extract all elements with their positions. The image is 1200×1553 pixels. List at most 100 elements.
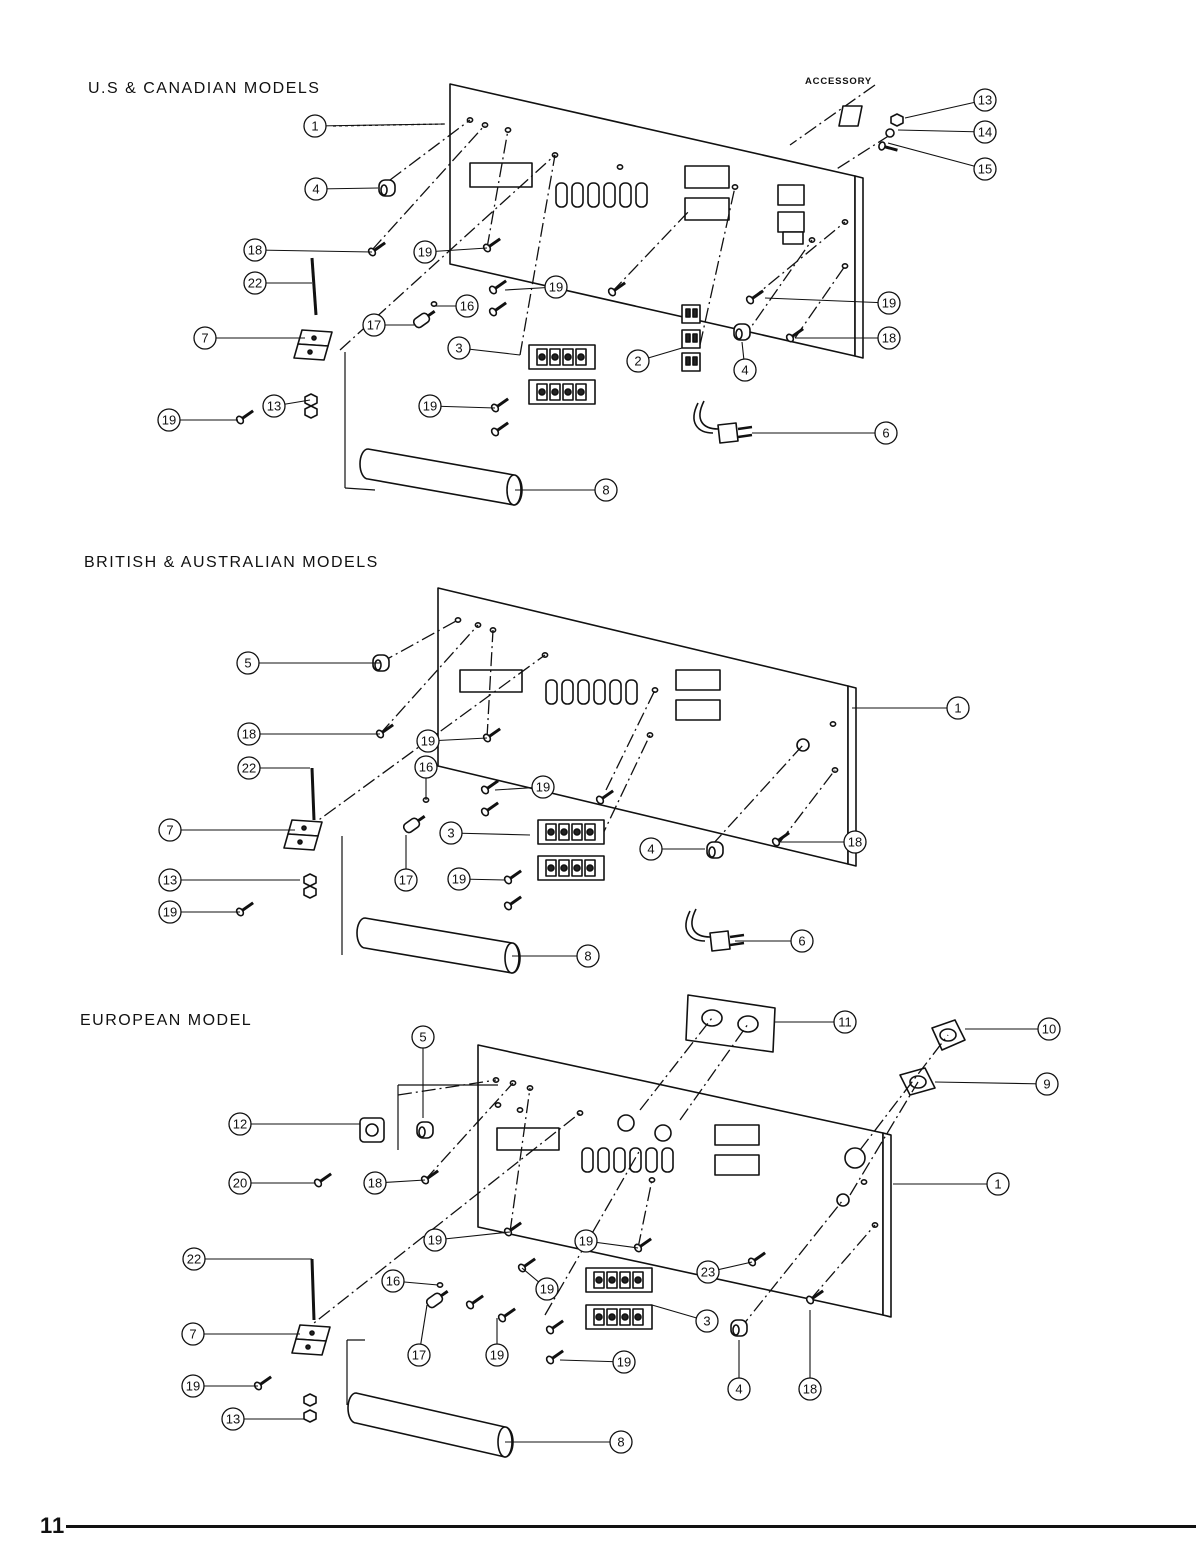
centerline [486,129,509,249]
board-cutout [459,669,523,693]
centerline [789,84,876,146]
callout-number: 2 [634,354,641,369]
callout-18: 18 [243,238,373,262]
screw [497,1307,516,1323]
callout-circle [158,818,182,842]
callout-leader [254,249,373,253]
callout-number: 17 [399,873,413,888]
rca-jack-row [581,1147,674,1173]
callout-8: 8 [505,1430,633,1454]
ac-outlet [681,352,701,372]
callout-5: 5 [236,651,380,675]
callout-leader [450,832,531,836]
centerline [741,239,813,341]
screw-hole [516,1107,524,1114]
callout-leader [897,129,986,133]
centerline [611,209,691,293]
callout-1: 1 [893,1172,1010,1196]
callout-number: 17 [367,318,381,333]
centerline [379,619,459,664]
callout-3: 3 [447,336,521,360]
callout-19: 19 [423,1228,511,1252]
callout-number: 15 [978,162,992,177]
callout-number: 18 [248,243,262,258]
grommet [416,1121,434,1139]
centerline [779,769,836,843]
callout-circle [594,478,618,502]
callout-circle [262,394,286,418]
panel-edge [847,685,857,867]
pilot-lamp [425,1290,449,1309]
centerline [637,1179,653,1249]
screw [480,801,499,817]
callout-19: 19 [416,729,488,753]
centerline [711,744,804,846]
callout-number: 14 [978,125,992,140]
screw [503,1221,522,1237]
screw-hole [860,1179,868,1186]
callout-1: 1 [303,114,446,138]
callout-12: 12 [228,1112,360,1136]
screw [480,779,499,795]
grommet [733,323,751,341]
callout-14: 14 [897,120,997,144]
cutout [782,231,804,245]
callout-circle [973,157,997,181]
callout-20: 20 [228,1171,315,1195]
cutout [684,197,730,221]
callout-13: 13 [904,88,997,119]
callout-circle [874,421,898,445]
screw-hole [430,300,438,307]
callout-19: 19 [413,240,488,264]
callout-number: 4 [312,182,319,197]
socket [701,1009,723,1027]
callout-19: 19 [559,1350,636,1374]
grommet [730,1319,748,1337]
callout-circle [394,868,418,892]
callout-number: 1 [954,701,961,716]
callout-circle [181,1322,205,1346]
speaker-terminal [585,1267,653,1293]
centerline [749,221,846,301]
nut [890,113,904,127]
screw [235,901,254,917]
section-title-european: EUROPEAN MODEL [80,1012,253,1029]
callout-number: 22 [242,761,256,776]
screw-hole [454,616,462,623]
callout-number: 3 [455,341,462,356]
callout-circle [485,1343,509,1367]
callout-number: 10 [1042,1022,1056,1037]
screw [517,1257,536,1273]
section-title-us-canadian: U.S & CANADIAN MODELS [88,80,321,97]
callout-number: 4 [741,363,748,378]
callout-number: 19 [162,413,176,428]
callout-circle [455,294,479,318]
callout-18: 18 [237,722,380,746]
callout-number: 19 [186,1379,200,1394]
callout-leader [434,1231,511,1241]
centerline [509,1087,531,1233]
callout-circle [986,1172,1010,1196]
screw-hole [436,1282,444,1289]
callout-circle [228,1112,252,1136]
screw [490,397,509,413]
callout-22: 22 [237,756,310,780]
page-number: 11 [40,1513,66,1538]
callout-circle [243,238,267,262]
screw-hole [616,164,624,171]
callout-19: 19 [158,900,240,924]
cutout [777,211,805,233]
nut [303,1409,317,1423]
sleeve-tube [347,1392,514,1458]
callout-18: 18 [795,326,901,350]
callout-circle [798,1377,822,1401]
centerline [639,1017,713,1111]
screw-hole [504,127,512,134]
callout-circle [535,1277,559,1301]
callout-17: 17 [394,835,418,892]
callout-circle [407,1343,431,1367]
callout-number: 12 [233,1117,247,1132]
callout-circle [237,756,261,780]
callout-leader [764,297,890,304]
